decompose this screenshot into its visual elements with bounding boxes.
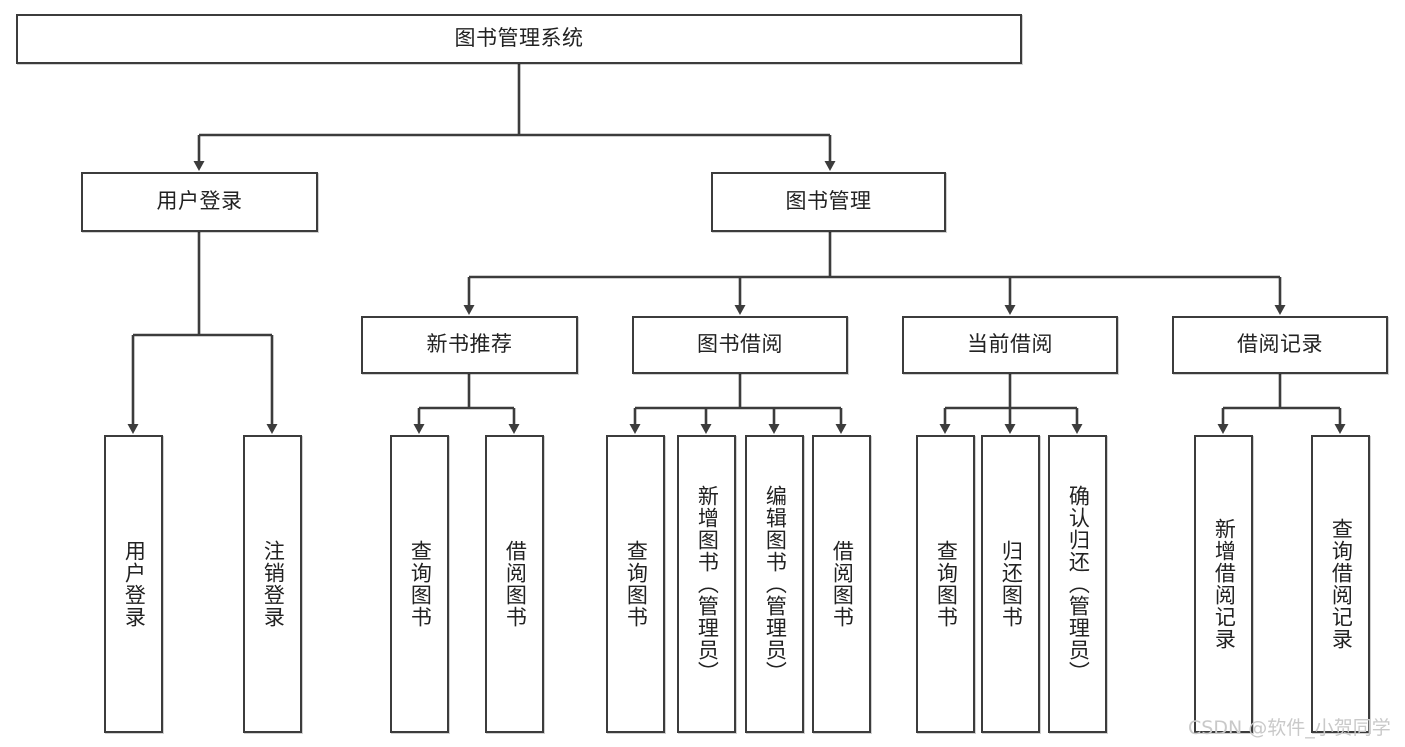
- node-label: 图书管理: [785, 189, 872, 214]
- node-borrow-record[interactable]: 借阅记录: [1172, 316, 1388, 374]
- node-label: 查询图书: [934, 540, 959, 628]
- leaf-user-login[interactable]: 用户登录: [104, 435, 163, 733]
- watermark-text: CSDN @软件_小贺同学: [1188, 717, 1391, 739]
- leaf-query-borrow-record[interactable]: 查询借阅记录: [1311, 435, 1370, 733]
- node-book-manage[interactable]: 图书管理: [711, 172, 946, 232]
- leaf-confirm-return-admin[interactable]: 确认归还（管理员）: [1048, 435, 1107, 733]
- node-label: 借阅记录: [1237, 332, 1323, 357]
- leaf-user-logout[interactable]: 注销登录: [243, 435, 302, 733]
- leaf-query-book-current[interactable]: 查询图书: [916, 435, 975, 733]
- leaf-add-borrow-record[interactable]: 新增借阅记录: [1194, 435, 1253, 733]
- node-root-system[interactable]: 图书管理系统: [16, 14, 1022, 64]
- node-label: 当前借阅: [967, 332, 1053, 357]
- node-new-book-recommend[interactable]: 新书推荐: [361, 316, 578, 374]
- node-label: 图书借阅: [697, 332, 783, 357]
- node-label: 借阅图书: [830, 540, 855, 628]
- node-label: 新书推荐: [426, 332, 513, 357]
- node-current-borrow[interactable]: 当前借阅: [902, 316, 1118, 374]
- leaf-query-book-borrow[interactable]: 查询图书: [606, 435, 665, 733]
- leaf-borrow-book[interactable]: 借阅图书: [812, 435, 871, 733]
- node-label: 注销登录: [261, 540, 286, 628]
- node-label: 归还图书: [999, 540, 1024, 628]
- node-label: 借阅图书: [503, 540, 528, 628]
- node-label: 用户登录: [122, 540, 147, 628]
- node-label: 确认归还（管理员）: [1066, 485, 1091, 683]
- node-label: 新增借阅记录: [1212, 518, 1237, 650]
- node-label: 编辑图书（管理员）: [763, 485, 788, 683]
- node-book-borrow[interactable]: 图书借阅: [632, 316, 848, 374]
- node-label: 用户登录: [156, 189, 243, 214]
- node-user-login[interactable]: 用户登录: [81, 172, 318, 232]
- leaf-edit-book-admin[interactable]: 编辑图书（管理员）: [745, 435, 804, 733]
- leaf-borrow-book-recommend[interactable]: 借阅图书: [485, 435, 544, 733]
- node-label: 查询借阅记录: [1329, 518, 1354, 650]
- node-label: 新增图书（管理员）: [695, 485, 720, 683]
- node-label: 查询图书: [408, 540, 433, 628]
- node-label: 图书管理系统: [454, 26, 584, 51]
- leaf-return-book[interactable]: 归还图书: [981, 435, 1040, 733]
- node-label: 查询图书: [624, 540, 649, 628]
- leaf-query-book-recommend[interactable]: 查询图书: [390, 435, 449, 733]
- leaf-add-book-admin[interactable]: 新增图书（管理员）: [677, 435, 736, 733]
